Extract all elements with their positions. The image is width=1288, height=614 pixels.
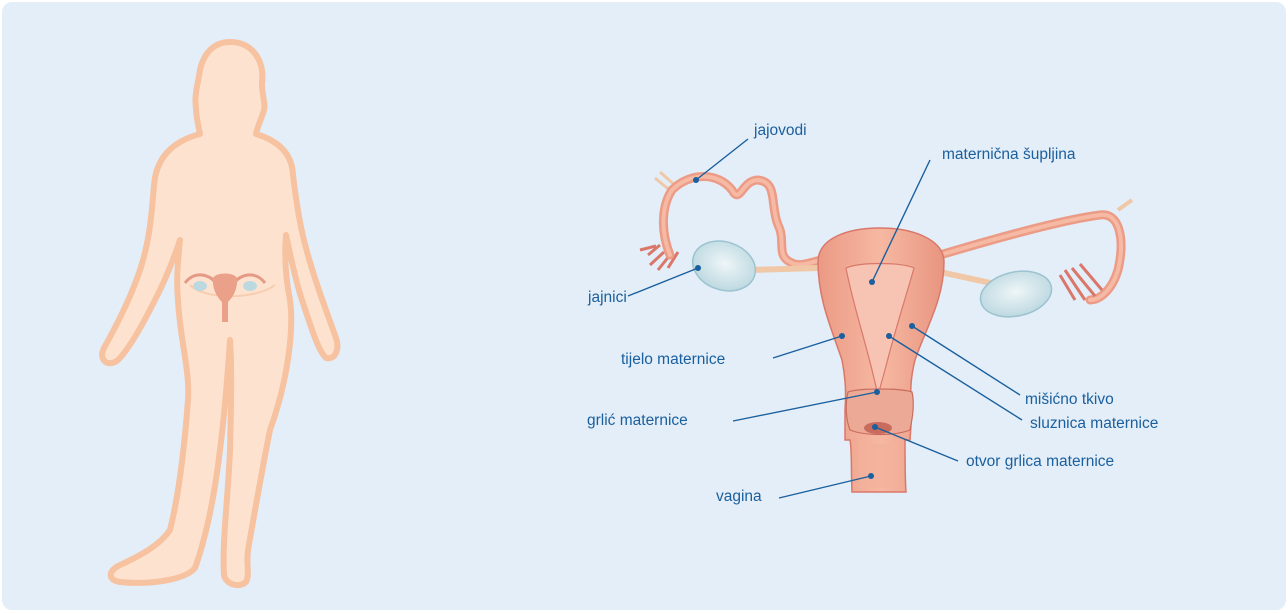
label-vagina: vagina: [716, 488, 762, 506]
label-jajovodi: jajovodi: [754, 122, 807, 140]
body-figure: [102, 42, 337, 585]
label-otvor: otvor grlica maternice: [966, 453, 1114, 471]
dot-jajnici: [695, 265, 701, 271]
uterus-diagram: [640, 172, 1132, 492]
label-tijelo: tijelo maternice: [621, 351, 725, 369]
dot-otvor: [872, 424, 878, 430]
label-sluznica: sluznica maternice: [1030, 415, 1158, 433]
label-misicno: mišićno tkivo: [1025, 391, 1114, 409]
label-grlic: grlić maternice: [587, 412, 688, 430]
dot-sluznica: [886, 333, 892, 339]
leader-jajnici: [628, 268, 698, 296]
dot-grlic: [874, 389, 880, 395]
dot-misicno: [909, 323, 915, 329]
leader-lines: [628, 139, 1022, 498]
label-jajnici: jajnici: [588, 289, 627, 307]
dot-vagina: [868, 473, 874, 479]
dot-jajovodi: [693, 177, 699, 183]
dot-supljina: [869, 279, 875, 285]
leader-tijelo: [773, 336, 842, 358]
dot-tijelo: [839, 333, 845, 339]
label-supljina: maternična šupljina: [942, 146, 1076, 164]
leader-jajovodi: [696, 139, 748, 180]
